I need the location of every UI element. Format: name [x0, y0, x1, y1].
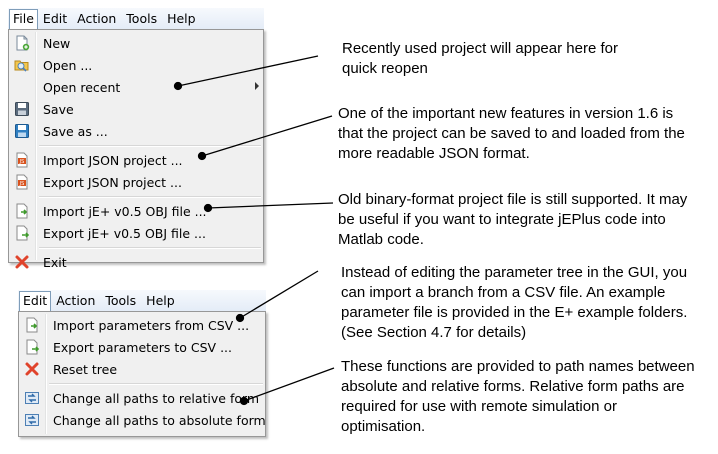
menu-item-save[interactable]: Save — [9, 98, 263, 120]
leader-dot — [173, 81, 183, 91]
menu-item-paths-relative[interactable]: Change all paths to relative form — [19, 387, 265, 409]
menu-separator — [19, 380, 265, 387]
menu-item-label: Import JSON project ... — [43, 152, 183, 168]
note-json: One of the important new features in ver… — [338, 105, 685, 162]
note-csv: Instead of editing the parameter tree in… — [341, 264, 688, 341]
menu-item-label: Export JSON project ... — [43, 174, 182, 190]
menu-item-label: New — [43, 35, 71, 51]
json-file-icon: JS — [11, 171, 33, 193]
menu-tools[interactable]: Tools — [126, 11, 158, 26]
menu-item-import-csv[interactable]: Import parameters from CSV ... — [19, 314, 265, 336]
menu-item-label: Reset tree — [53, 361, 118, 377]
leader-dot — [197, 151, 207, 161]
edit-dropdown: Import parameters from CSV ... Export pa… — [18, 311, 266, 437]
leader-line-json — [201, 115, 333, 157]
import-file-icon — [11, 200, 33, 222]
path-convert-icon — [21, 387, 43, 409]
import-file-icon — [21, 314, 43, 336]
file-dropdown: New Open ... Open recent Save — [8, 29, 264, 270]
menu-item-import-obj[interactable]: Import jE+ v0.5 OBJ file ... — [9, 200, 263, 222]
leader-dot — [203, 203, 213, 213]
edit-menu-screenshot: Edit Action Tools Help Import parameters… — [18, 290, 266, 438]
export-file-icon — [21, 336, 43, 358]
menu-help[interactable]: Help — [146, 293, 175, 308]
leader-line-binary — [207, 202, 334, 209]
export-file-icon — [11, 222, 33, 244]
menu-item-label: Import parameters from CSV ... — [53, 317, 250, 333]
leader-line-recent — [177, 55, 319, 87]
menu-item-label: Change all paths to absolute form — [53, 412, 266, 428]
path-convert-icon — [21, 409, 43, 431]
menu-item-label: Export jE+ v0.5 OBJ file ... — [43, 225, 206, 241]
menu-action[interactable]: Action — [77, 11, 117, 26]
menu-item-label: Open ... — [43, 57, 93, 73]
svg-text:JS: JS — [19, 159, 25, 165]
menu-item-label: Exit — [43, 254, 67, 270]
menu-action[interactable]: Action — [56, 293, 96, 308]
menu-edit[interactable]: Edit — [19, 290, 52, 311]
menu-item-export-obj[interactable]: Export jE+ v0.5 OBJ file ... — [9, 222, 263, 244]
file-menu-screenshot: File Edit Action Tools Help New Open ...… — [8, 8, 264, 270]
svg-text:JS: JS — [19, 181, 25, 187]
menu-item-open[interactable]: Open ... — [9, 54, 263, 76]
save-as-disk-icon — [11, 120, 33, 142]
menu-edit[interactable]: Edit — [42, 11, 68, 26]
open-folder-icon — [11, 54, 33, 76]
menu-item-reset-tree[interactable]: Reset tree — [19, 358, 265, 380]
leader-line-csv — [239, 270, 319, 319]
menu-item-import-json[interactable]: JS Import JSON project ... — [9, 149, 263, 171]
reset-x-icon — [21, 358, 43, 380]
submenu-arrow-icon — [255, 82, 259, 90]
new-file-icon — [11, 32, 33, 54]
menu-separator — [9, 193, 263, 200]
menu-item-open-recent[interactable]: Open recent — [9, 76, 263, 98]
menu-item-paths-absolute[interactable]: Change all paths to absolute form — [19, 409, 266, 431]
menu-item-export-json[interactable]: JS Export JSON project ... — [9, 171, 263, 193]
menubar: File Edit Action Tools Help — [8, 8, 264, 30]
leader-dot — [235, 313, 245, 323]
leader-dot — [239, 396, 249, 406]
menu-item-label: Save as ... — [43, 123, 108, 139]
menu-item-new[interactable]: New — [9, 32, 263, 54]
menu-tools[interactable]: Tools — [105, 293, 137, 308]
menu-item-label: Save — [43, 101, 74, 117]
menu-item-exit[interactable]: Exit — [9, 251, 263, 273]
menu-item-export-csv[interactable]: Export parameters to CSV ... — [19, 336, 265, 358]
exit-x-icon — [11, 251, 33, 273]
menu-item-label: Change all paths to relative form — [53, 390, 260, 406]
menu-item-save-as[interactable]: Save as ... — [9, 120, 263, 142]
menu-item-label: Import jE+ v0.5 OBJ file ... — [43, 203, 207, 219]
note-paths: These functions are provided to path nam… — [341, 358, 695, 435]
save-disk-icon — [11, 98, 33, 120]
note-recent: Recently used project will appear here f… — [342, 40, 618, 77]
menu-file[interactable]: File — [9, 8, 38, 29]
note-binary: Old binary-format project file is still … — [338, 191, 688, 248]
menu-help[interactable]: Help — [167, 11, 196, 26]
menu-item-label: Export parameters to CSV ... — [53, 339, 232, 355]
menu-item-label: Open recent — [43, 79, 121, 95]
leader-line-paths — [243, 367, 335, 402]
menu-separator — [9, 244, 263, 251]
menu-separator — [9, 142, 263, 149]
json-file-icon: JS — [11, 149, 33, 171]
